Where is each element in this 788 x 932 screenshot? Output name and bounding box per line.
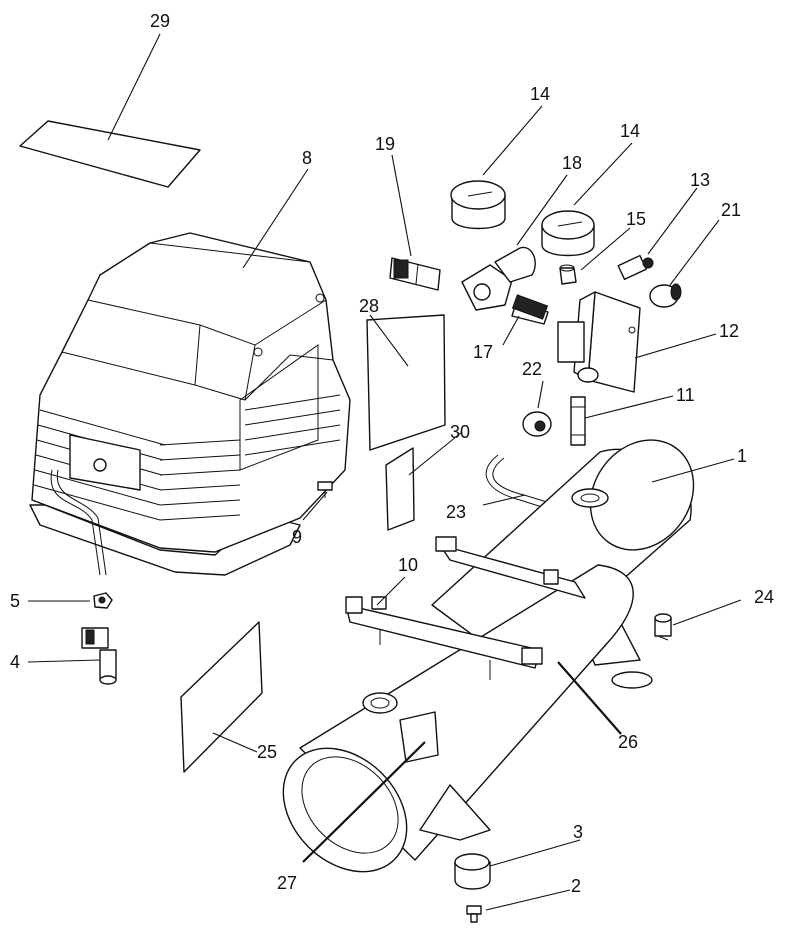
part-26-bracket-rear bbox=[435, 536, 586, 599]
part-15-fitting bbox=[559, 264, 577, 285]
part-12-pressure-switch bbox=[557, 291, 641, 393]
callout-13: 13 bbox=[690, 170, 710, 190]
callout-27: 27 bbox=[277, 873, 297, 893]
callout-21: 21 bbox=[721, 200, 741, 220]
part-21-fitting bbox=[649, 283, 682, 308]
leader-lines bbox=[27, 33, 742, 911]
callout-30: 30 bbox=[450, 422, 470, 442]
part-28-label bbox=[366, 314, 446, 451]
part-27-front-tank bbox=[282, 564, 634, 873]
part-4-check-valve bbox=[81, 627, 117, 685]
callout-15: 15 bbox=[626, 209, 646, 229]
part-8-shroud bbox=[29, 232, 351, 576]
part-1-rear-tank bbox=[431, 439, 695, 689]
callout-29: 29 bbox=[150, 11, 170, 31]
part-22-fitting bbox=[522, 411, 552, 437]
part-24-drain-valve bbox=[654, 613, 672, 641]
callout-1: 1 bbox=[737, 446, 747, 466]
callout-numbers: 29 8 19 14 18 14 15 13 21 12 28 17 22 11… bbox=[10, 11, 774, 896]
part-2-bolt bbox=[466, 905, 482, 923]
part-26-bracket-front bbox=[345, 596, 543, 680]
part-18-regulator bbox=[461, 246, 549, 325]
part-14-gauge-right bbox=[541, 210, 595, 257]
part-17-spring bbox=[511, 294, 549, 320]
callout-10: 10 bbox=[398, 555, 418, 575]
callout-11: 11 bbox=[676, 385, 695, 405]
part-11-nipple bbox=[570, 396, 586, 446]
callout-5: 5 bbox=[10, 591, 20, 611]
callout-24: 24 bbox=[754, 587, 774, 607]
callout-28: 28 bbox=[359, 296, 379, 316]
callout-18: 18 bbox=[562, 153, 582, 173]
part-13-elbow bbox=[617, 254, 654, 281]
callout-17: 17 bbox=[473, 342, 493, 362]
callout-14-right: 14 bbox=[620, 121, 640, 141]
callout-19: 19 bbox=[375, 134, 395, 154]
callout-2: 2 bbox=[571, 876, 581, 896]
part-29-label-sheet bbox=[19, 120, 201, 188]
callout-4: 4 bbox=[10, 652, 20, 672]
callout-22: 22 bbox=[522, 359, 542, 379]
part-3-foot-pad bbox=[454, 853, 491, 890]
callout-25: 25 bbox=[257, 742, 277, 762]
part-25-label bbox=[180, 621, 263, 773]
callout-14-left: 14 bbox=[530, 84, 550, 104]
part-30-label bbox=[385, 447, 415, 531]
part-19-fitting bbox=[389, 257, 441, 291]
callout-3: 3 bbox=[573, 822, 583, 842]
callout-26: 26 bbox=[618, 732, 638, 752]
callout-23: 23 bbox=[446, 502, 466, 522]
callout-12: 12 bbox=[719, 321, 739, 341]
callout-9: 9 bbox=[292, 527, 302, 547]
part-5-nut bbox=[93, 592, 113, 609]
callout-8: 8 bbox=[302, 148, 312, 168]
part-14-gauge-left bbox=[450, 180, 506, 230]
